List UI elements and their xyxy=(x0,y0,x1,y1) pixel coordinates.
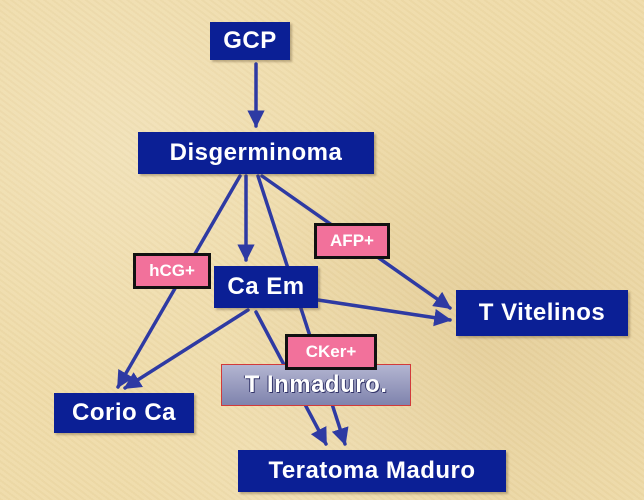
marker-afp-label: AFP+ xyxy=(330,231,374,250)
node-t-inmaduro: T Inmaduro. xyxy=(221,364,411,406)
node-corio-ca: Corio Ca xyxy=(54,393,194,433)
marker-cker: CKer+ xyxy=(285,334,377,370)
node-t-inmaduro-label: T Inmaduro. xyxy=(244,371,388,398)
marker-afp: AFP+ xyxy=(314,223,390,259)
node-gcp-label: GCP xyxy=(223,27,277,54)
arrow-ca-em-to-t-vitelinos xyxy=(316,298,452,327)
node-corio-ca-label: Corio Ca xyxy=(71,399,176,426)
node-disgerminoma-label: Disgerminoma xyxy=(169,139,343,166)
marker-cker-label: CKer+ xyxy=(305,342,357,361)
marker-hcg-label: hCG+ xyxy=(149,261,195,280)
node-gcp: GCP xyxy=(210,22,290,60)
node-ca-em-label: Ca Em xyxy=(227,273,305,300)
node-t-vitelinos: T Vitelinos xyxy=(456,290,628,336)
marker-hcg: hCG+ xyxy=(133,253,211,289)
arrow-ca-em-to-corio-ca xyxy=(123,308,250,390)
node-disgerminoma: Disgerminoma xyxy=(138,132,374,174)
node-teratoma-maduro: Teratoma Maduro xyxy=(238,450,506,492)
node-ca-em: Ca Em xyxy=(214,266,318,308)
node-t-vitelinos-label: T Vitelinos xyxy=(478,299,606,326)
node-teratoma-maduro-label: Teratoma Maduro xyxy=(268,457,476,484)
